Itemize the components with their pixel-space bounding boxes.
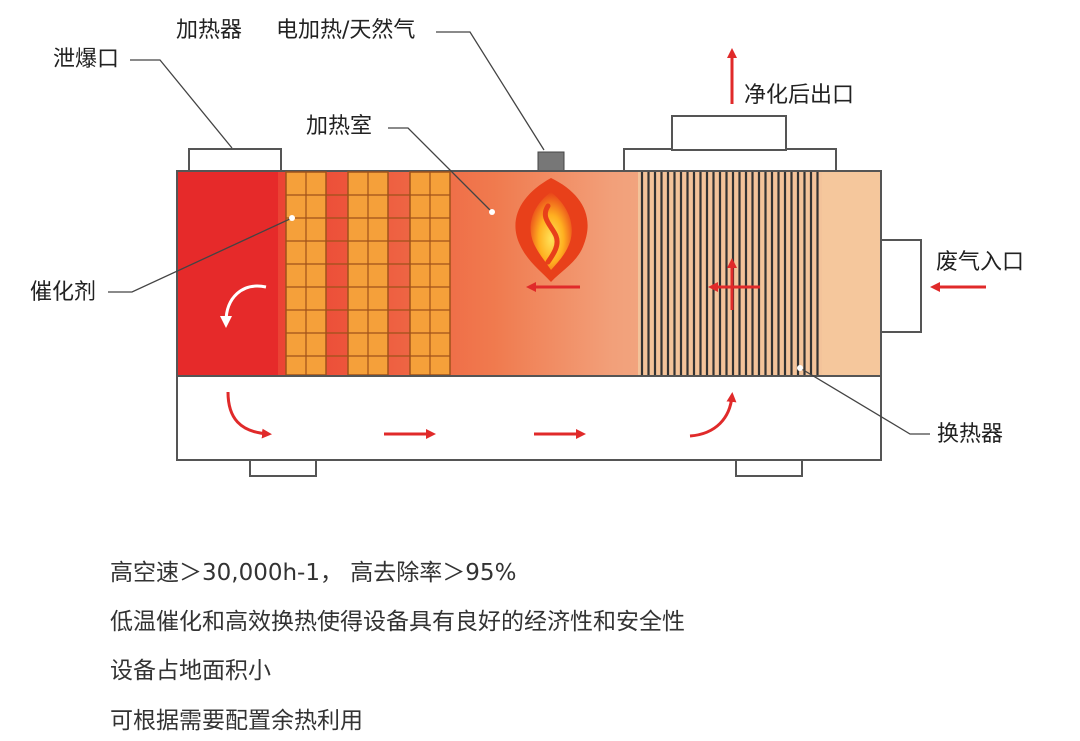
leader-lines: [108, 31, 930, 435]
inlet-flange: [880, 239, 922, 333]
arrow-lower-turn-up: [689, 392, 737, 438]
feature-line-2: 低温催化和高效换热使得设备具有良好的经济性和安全性: [110, 609, 685, 635]
label-heater: 加热器: [176, 18, 243, 43]
arrow-lower-turn-down: [226, 391, 272, 439]
catalyst-grid: [286, 172, 450, 375]
label-catalyst: 催化剂: [30, 280, 97, 305]
label-power-source: 电加热/天然气: [276, 18, 416, 43]
outlet-neck: [671, 115, 787, 151]
label-exhaust-inlet: 废气入口: [936, 250, 1025, 275]
outlet-cap: [623, 148, 837, 172]
leader-dots: [289, 209, 803, 371]
label-heat-exchanger: 换热器: [937, 422, 1004, 447]
heater-chimney: [537, 151, 565, 173]
label-clean-outlet: 净化后出口: [744, 83, 855, 108]
label-heating-chamber: 加热室: [306, 114, 373, 139]
inlet-zone: [822, 172, 880, 375]
lower-duct: [176, 375, 882, 461]
heat-exchanger: [638, 172, 822, 375]
label-vent: 泄爆口: [53, 47, 120, 72]
bottom-foot-left: [249, 459, 317, 477]
catalyst-zone: [178, 172, 278, 375]
flame-icon: [515, 178, 588, 282]
vent-cap: [188, 148, 282, 172]
feature-line-4: 可根据需要配置余热利用: [110, 708, 363, 734]
feature-line-3: 设备占地面积小: [110, 658, 271, 684]
bottom-foot-right: [735, 459, 803, 477]
arrow-catalyst-down: [220, 284, 267, 328]
flow-arrows: [220, 258, 760, 439]
feature-line-1: 高空速＞30,000h-1， 高去除率＞95%: [110, 560, 517, 586]
heat-exchanger-fins: [640, 172, 819, 375]
